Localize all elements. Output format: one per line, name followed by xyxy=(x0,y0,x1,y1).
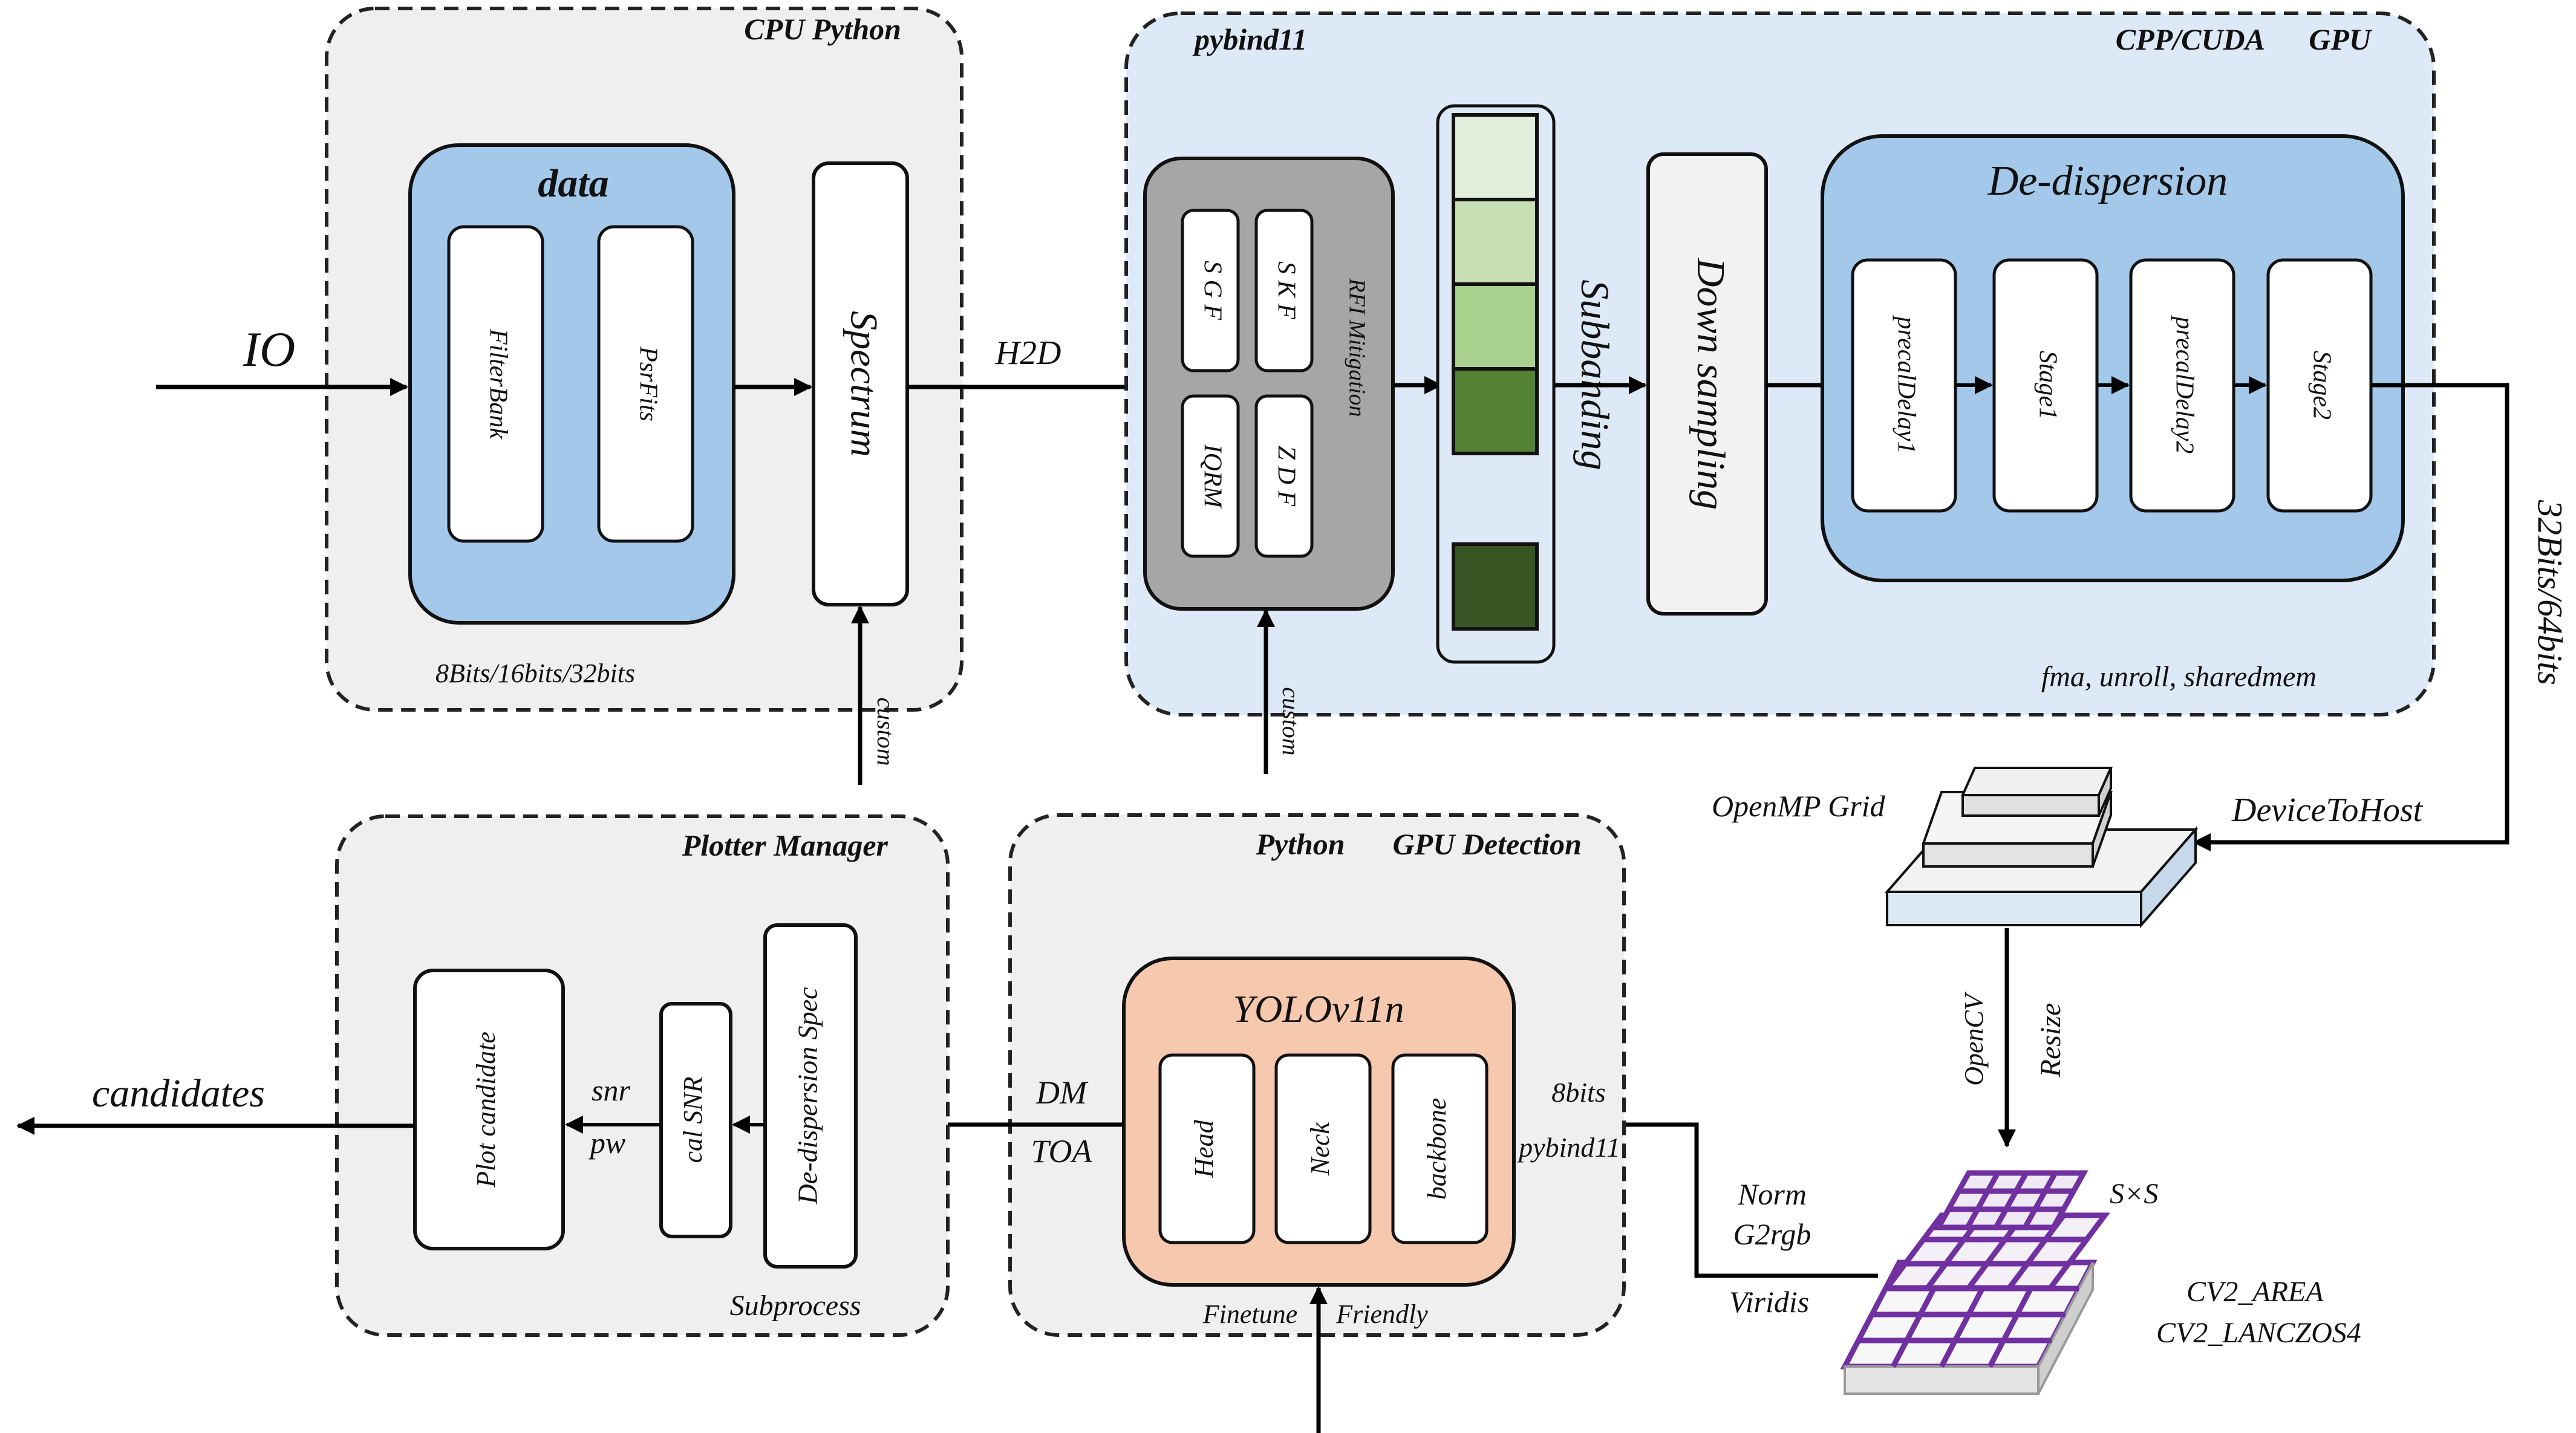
zdf-label: Z D F xyxy=(1272,446,1300,507)
pw-label: pw xyxy=(589,1126,625,1160)
optimization-note: fma, unroll, sharedmem xyxy=(2041,661,2317,693)
openmp-label: OpenMP Grid xyxy=(1712,789,1886,823)
iqrm-box xyxy=(1181,394,1240,558)
pybind11-title: pybind11 xyxy=(1192,22,1307,56)
h2d-label: H2D xyxy=(995,334,1061,372)
stage1-label: Stage1 xyxy=(2033,351,2061,420)
plotter-manager-title: Plotter Manager xyxy=(682,828,889,862)
downsampling-block: Down sampling xyxy=(1646,152,1768,616)
downsampling-label: Down sampling xyxy=(1689,258,1733,510)
subprocess-label: Subprocess xyxy=(730,1290,861,1322)
filterbank-label: FilterBank xyxy=(484,328,512,440)
device-to-host-label: DeviceToHost xyxy=(2231,791,2424,829)
bits-label: 32Bits/64bits xyxy=(2531,499,2570,685)
device-to-host-line xyxy=(2193,383,2509,851)
dedispersion-title: De-dispersion xyxy=(1987,158,2228,204)
data-block: data FilterBank PsrFits xyxy=(408,143,735,625)
viridis-label: Viridis xyxy=(1729,1285,1809,1319)
opencv-label: OpenCV xyxy=(1959,991,1989,1086)
subbanding-block: Subbanding xyxy=(1436,104,1617,664)
finetune-label: Finetune xyxy=(1202,1299,1297,1329)
plot-candidate-label: Plot candidate xyxy=(471,1032,501,1188)
sgf-label: S G F xyxy=(1198,261,1226,320)
neck-label: Neck xyxy=(1305,1122,1335,1176)
cpu-python-title: CPU Python xyxy=(744,12,901,46)
gpu-detection-title: GPU Detection xyxy=(1393,827,1582,861)
openmp-grid: OpenMP Grid xyxy=(1712,767,2199,929)
skf-box xyxy=(1254,209,1314,372)
sgf-box xyxy=(1181,209,1240,372)
cpp-cuda-title: CPP/CUDA xyxy=(2116,22,2265,56)
backbone-label: backbone xyxy=(1422,1098,1452,1200)
resize-grid-stack: S×S CV2_AREA CV2_LANCZOS4 xyxy=(1840,1170,2361,1395)
stage2-label: Stage2 xyxy=(2307,351,2335,420)
dedispersion-spec-label: De-dispersion Spec xyxy=(792,987,823,1205)
dm-label: DM xyxy=(1035,1074,1089,1111)
data-title: data xyxy=(538,161,608,206)
subbanding-label: Subbanding xyxy=(1573,279,1617,470)
8bits-label: 8bits xyxy=(1551,1077,1605,1108)
head-box xyxy=(1158,1053,1256,1244)
resize-label: Resize xyxy=(2035,1003,2067,1078)
cal-snr-box xyxy=(659,1002,732,1238)
subband-cell-2 xyxy=(1452,198,1539,286)
custom-label-cpu: custom xyxy=(872,697,899,765)
spectrum-block: Spectrum xyxy=(812,161,909,606)
snr-label: snr xyxy=(592,1073,630,1107)
iqrm-label: IQRM xyxy=(1198,444,1226,509)
cal-snr-label: cal SNR xyxy=(678,1076,708,1163)
subband-cell-5 xyxy=(1452,542,1539,631)
plotter-manager-region: Plotter Manager Subprocess Plot candidat… xyxy=(335,814,950,1337)
python-title: Python xyxy=(1255,827,1345,861)
friendly-label: Friendly xyxy=(1335,1299,1428,1329)
psrfits-box xyxy=(597,225,694,543)
dedispersion-block: De-dispersion precalDelay1 Stage1 precal… xyxy=(1821,134,2405,582)
filterbank-box xyxy=(447,225,544,543)
precaldelay1-label: precalDelay1 xyxy=(1892,314,1920,453)
g2rgb-label: G2rgb xyxy=(1733,1217,1811,1251)
cv2-lanczos-label: CV2_LANCZOS4 xyxy=(2156,1317,2361,1349)
plot-candidate-box xyxy=(413,969,565,1250)
skf-label: S K F xyxy=(1272,261,1300,319)
norm-label: Norm xyxy=(1737,1177,1807,1211)
rfi-mitigation-label: RFI Mitigation xyxy=(1344,278,1369,417)
dedispersion-spec-box xyxy=(763,923,858,1269)
precaldelay2-label: precalDelay2 xyxy=(2170,314,2198,453)
io-label: IO xyxy=(243,322,296,377)
backbone-box xyxy=(1391,1053,1489,1244)
subband-cell-1 xyxy=(1452,113,1539,201)
rfi-mitigation-block: S G F S K F IQRM Z D F RFI Mitigation xyxy=(1143,157,1395,611)
custom-label-gpu: custom xyxy=(1277,687,1305,755)
yolo-block: YOLOv11n Head Neck backbone xyxy=(1122,957,1516,1287)
bit-depth-note: 8Bits/16bits/32bits xyxy=(435,658,635,688)
sxs-label: S×S xyxy=(2110,1178,2158,1210)
subband-cell-4 xyxy=(1452,367,1539,455)
spectrum-label: Spectrum xyxy=(843,311,885,457)
gpu-title: GPU xyxy=(2309,22,2373,56)
subband-cell-3 xyxy=(1452,282,1539,371)
toa-label: TOA xyxy=(1031,1133,1092,1169)
zdf-box xyxy=(1254,394,1314,558)
yolo-title: YOLOv11n xyxy=(1233,987,1404,1030)
cv2-area-label: CV2_AREA xyxy=(2186,1276,2324,1308)
head-label: Head xyxy=(1189,1119,1219,1178)
pybind11-input-label: pybind11 xyxy=(1517,1132,1620,1163)
candidates-label: candidates xyxy=(92,1071,265,1116)
psrfits-label: PsrFits xyxy=(634,346,662,421)
neck-box xyxy=(1274,1053,1372,1244)
